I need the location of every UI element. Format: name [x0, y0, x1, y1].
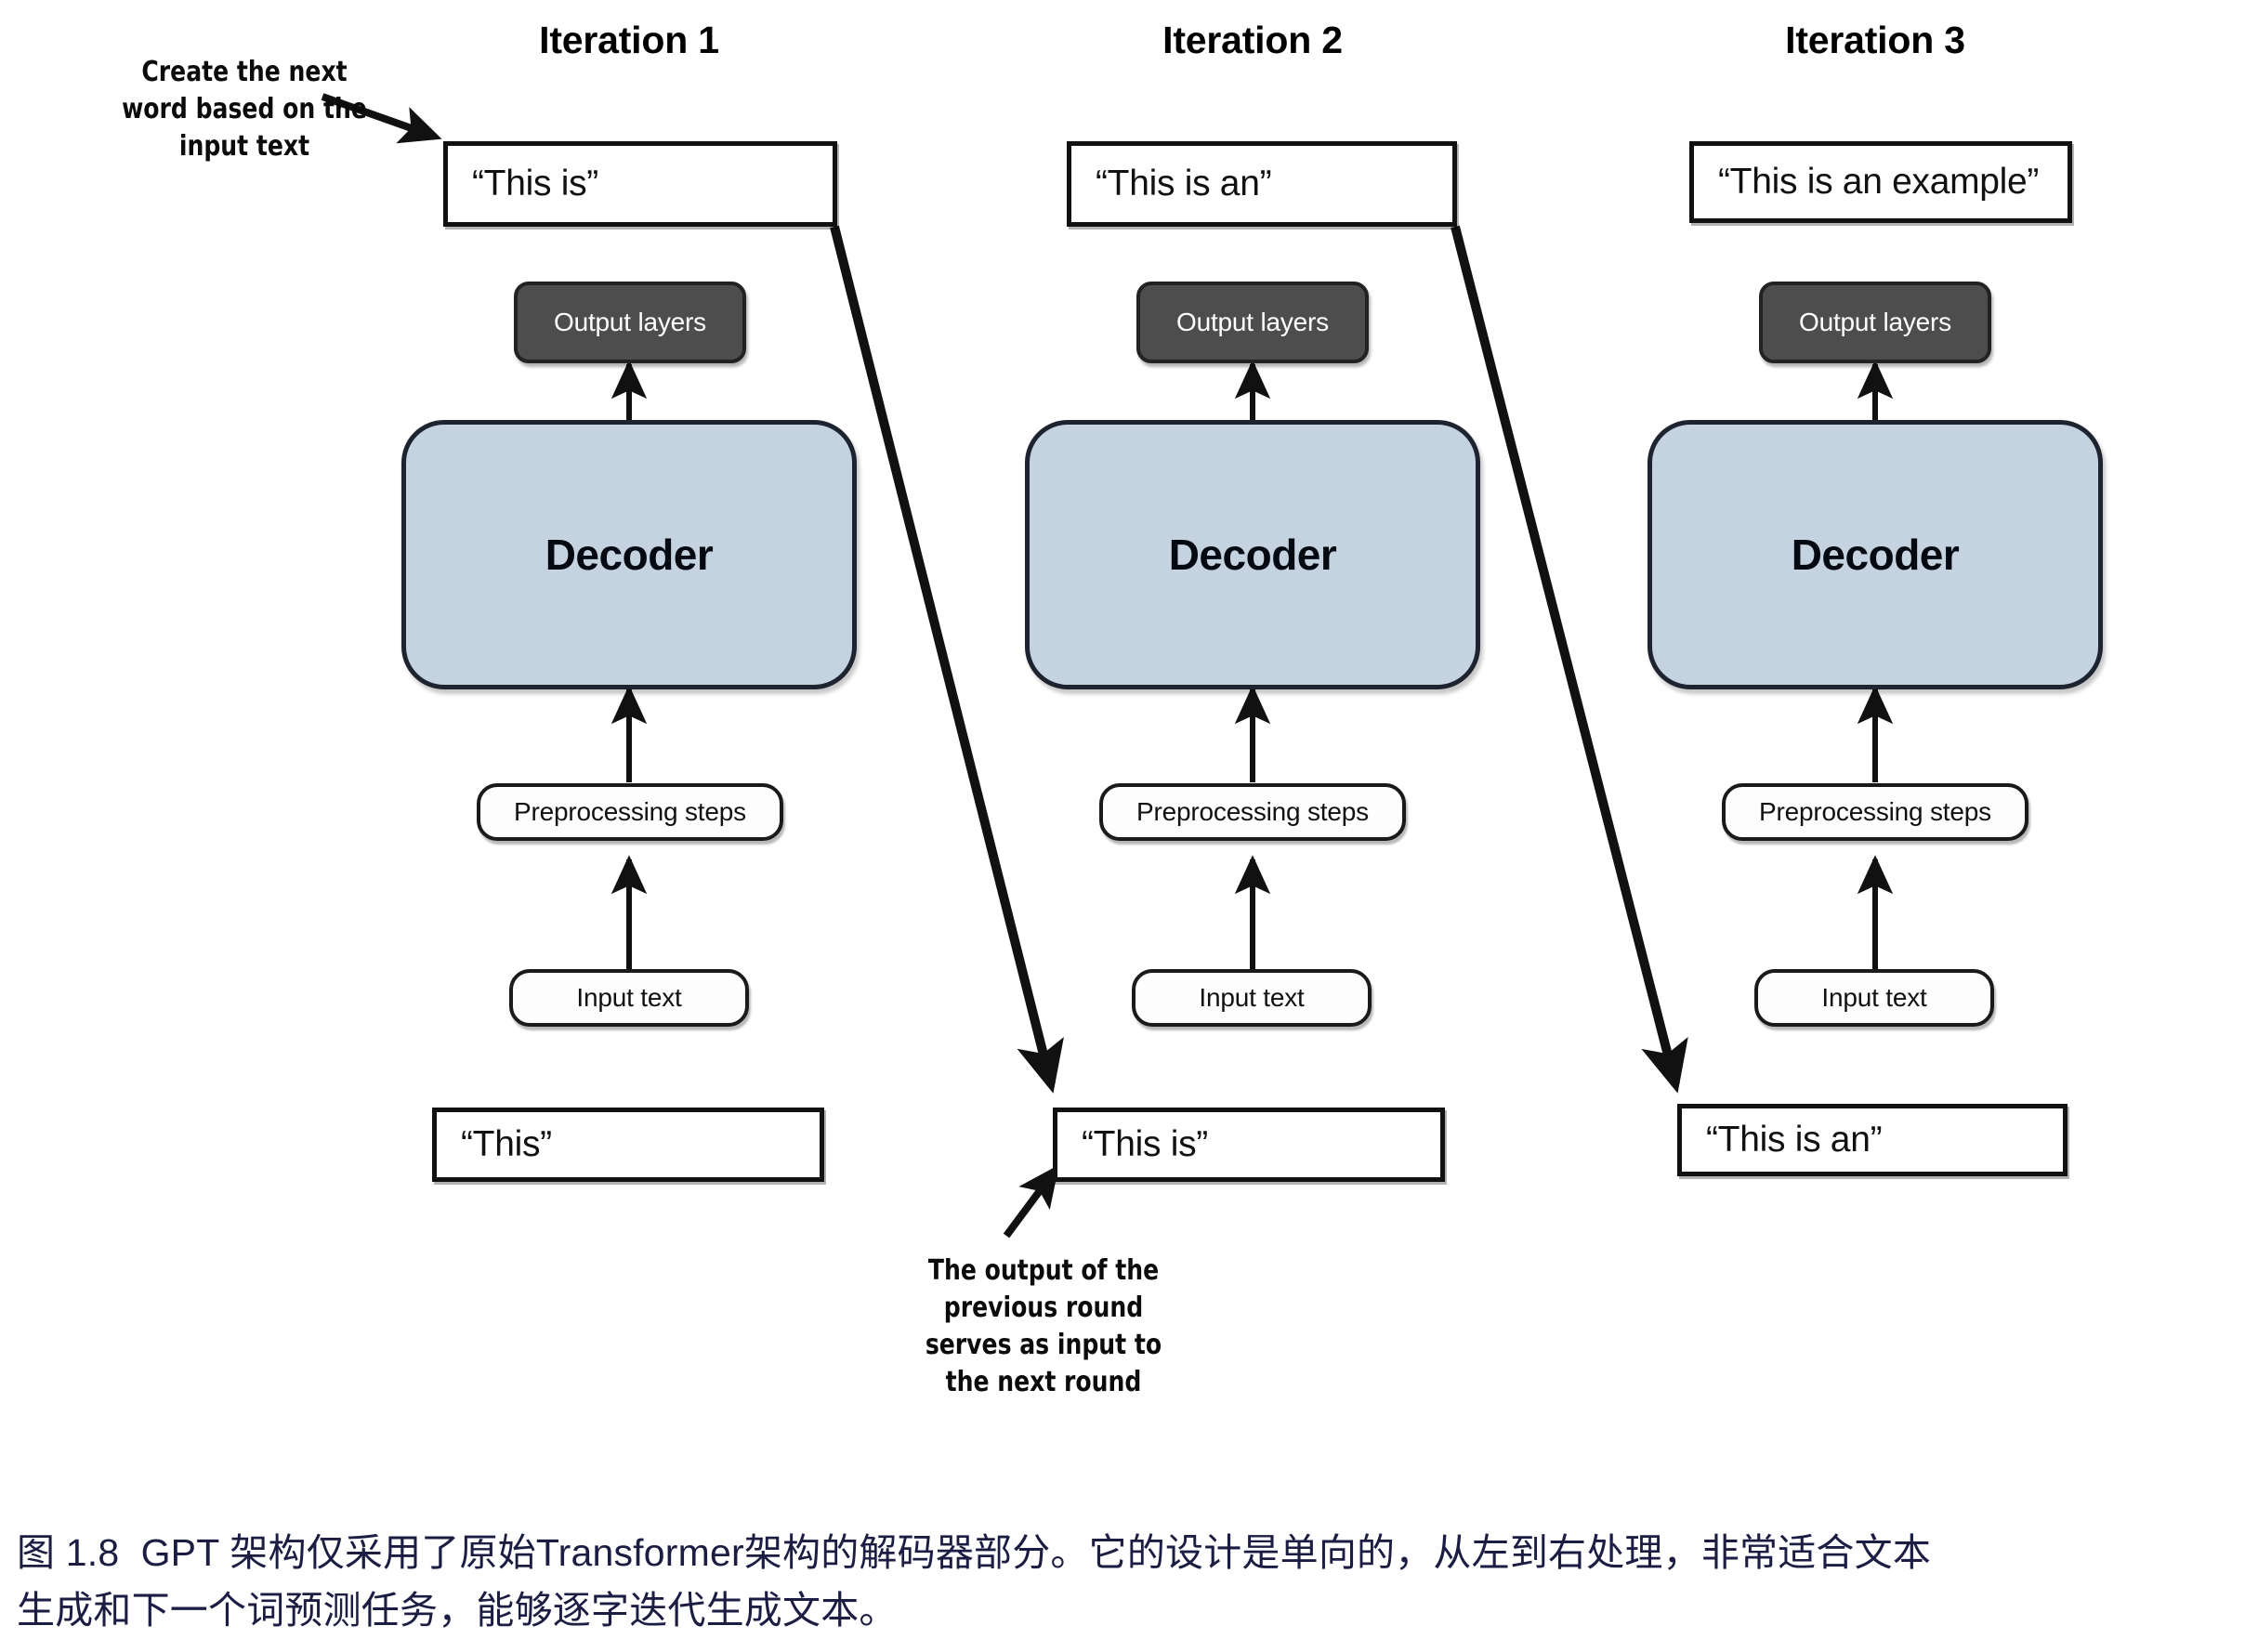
input-textbox-iteration-3: “This is an” [1677, 1104, 2068, 1176]
output-textbox-label-2: “This is an” [1096, 164, 1272, 203]
column-title-iteration-3: Iteration 3 [1785, 19, 1965, 61]
decoder-label-3: Decoder [1791, 531, 1960, 579]
preprocessing-steps-block-1: Preprocessing steps [477, 783, 783, 841]
preprocessing-steps-label-1: Preprocessing steps [514, 797, 746, 826]
decoder-block-1: Decoder [401, 420, 857, 689]
input-text-block-2: Input text [1132, 969, 1372, 1027]
figure-caption: 图 1.8 GPT 架构仅采用了原始Transformer架构的解码器部分。它的… [17, 1524, 2247, 1640]
preprocessing-steps-label-2: Preprocessing steps [1136, 797, 1369, 826]
input-text-block-3: Input text [1754, 969, 1994, 1027]
annotation-output-serves-as-input: The output of the previous round serves … [925, 1254, 1162, 1398]
output-textbox-label-3: “This is an example” [1718, 162, 2040, 202]
preprocessing-steps-block-3: Preprocessing steps [1722, 783, 2028, 841]
connector-iteration1-to-iteration2 [830, 225, 1064, 1094]
output-textbox-label-1: “This is” [472, 164, 598, 203]
decoder-block-3: Decoder [1648, 420, 2103, 689]
input-text-label-1: Input text [576, 983, 682, 1012]
input-textbox-iteration-2: “This is” [1053, 1108, 1445, 1182]
decoder-label-1: Decoder [545, 531, 714, 579]
callout-arrow-output-serves-as-input [1003, 1164, 1059, 1239]
decoder-block-2: Decoder [1025, 420, 1480, 689]
preprocessing-steps-block-2: Preprocessing steps [1099, 783, 1406, 841]
output-layers-label-1: Output layers [554, 308, 706, 336]
input-textbox-label-1: “This” [461, 1124, 552, 1164]
output-textbox-iteration-3: “This is an example” [1689, 141, 2072, 223]
input-textbox-iteration-1: “This” [432, 1108, 824, 1182]
figure-caption-line-2: 生成和下一个词预测任务，能够逐字迭代生成文本。 [17, 1589, 898, 1632]
input-textbox-label-3: “This is an” [1706, 1120, 1883, 1160]
figure-caption-line-1: 图 1.8 GPT 架构仅采用了原始Transformer架构的解码器部分。它的… [17, 1531, 1932, 1574]
output-layers-block-3: Output layers [1759, 282, 1991, 363]
preprocessing-steps-label-3: Preprocessing steps [1759, 797, 1991, 826]
column-title-iteration-1: Iteration 1 [539, 19, 719, 61]
input-text-block-1: Input text [509, 969, 749, 1027]
output-layers-block-2: Output layers [1136, 282, 1369, 363]
annotation-create-next-word: Create the next word based on the input … [122, 56, 367, 163]
input-text-label-2: Input text [1199, 983, 1305, 1012]
output-layers-block-1: Output layers [514, 282, 746, 363]
connector-iteration2-to-iteration3 [1451, 225, 1688, 1094]
output-textbox-iteration-2: “This is an” [1067, 141, 1457, 227]
column-title-iteration-2: Iteration 2 [1162, 19, 1343, 61]
output-textbox-iteration-1: “This is” [443, 141, 837, 227]
input-text-label-3: Input text [1821, 983, 1927, 1012]
output-layers-label-2: Output layers [1176, 308, 1329, 336]
input-textbox-label-2: “This is” [1082, 1124, 1208, 1164]
output-layers-label-3: Output layers [1799, 308, 1951, 336]
decoder-label-2: Decoder [1168, 531, 1337, 579]
